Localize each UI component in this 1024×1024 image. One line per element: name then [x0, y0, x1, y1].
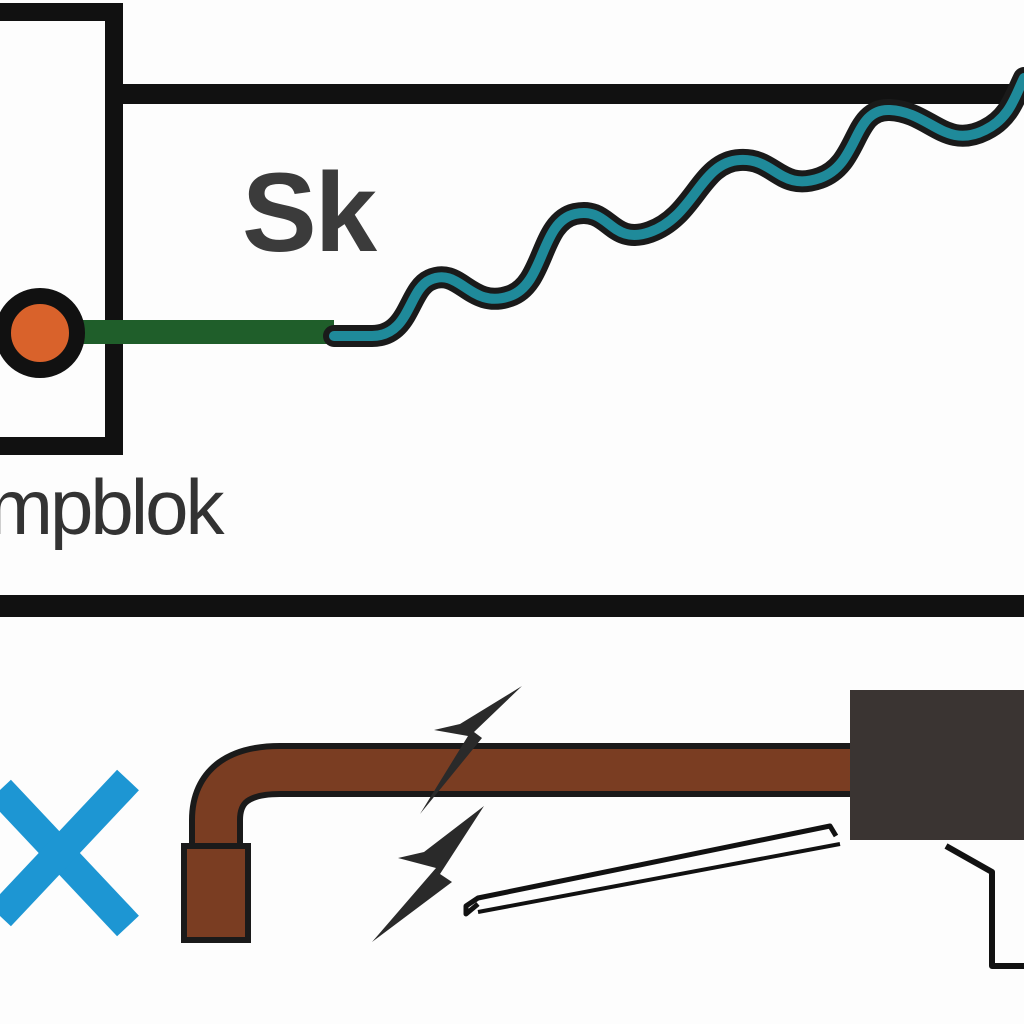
circle-terminal-icon	[0, 288, 85, 378]
lightning-spark-icon	[420, 686, 522, 814]
thin-wire	[944, 843, 1024, 969]
lightning-spark-icon	[372, 806, 484, 942]
diagram-label-middle: mpblok	[0, 463, 224, 551]
probe-wire-lower	[477, 842, 841, 914]
dark-box	[850, 690, 1024, 840]
brown-pipe-outline	[189, 743, 850, 940]
brown-pipe	[195, 749, 850, 940]
diagram-label-top: Sk	[242, 150, 377, 275]
wavy-wire	[329, 73, 1024, 341]
x-cross-icon	[0, 769, 139, 937]
probe-wire	[463, 823, 839, 917]
left-block-outline	[0, 3, 123, 455]
pipe-end-cap	[181, 843, 251, 943]
